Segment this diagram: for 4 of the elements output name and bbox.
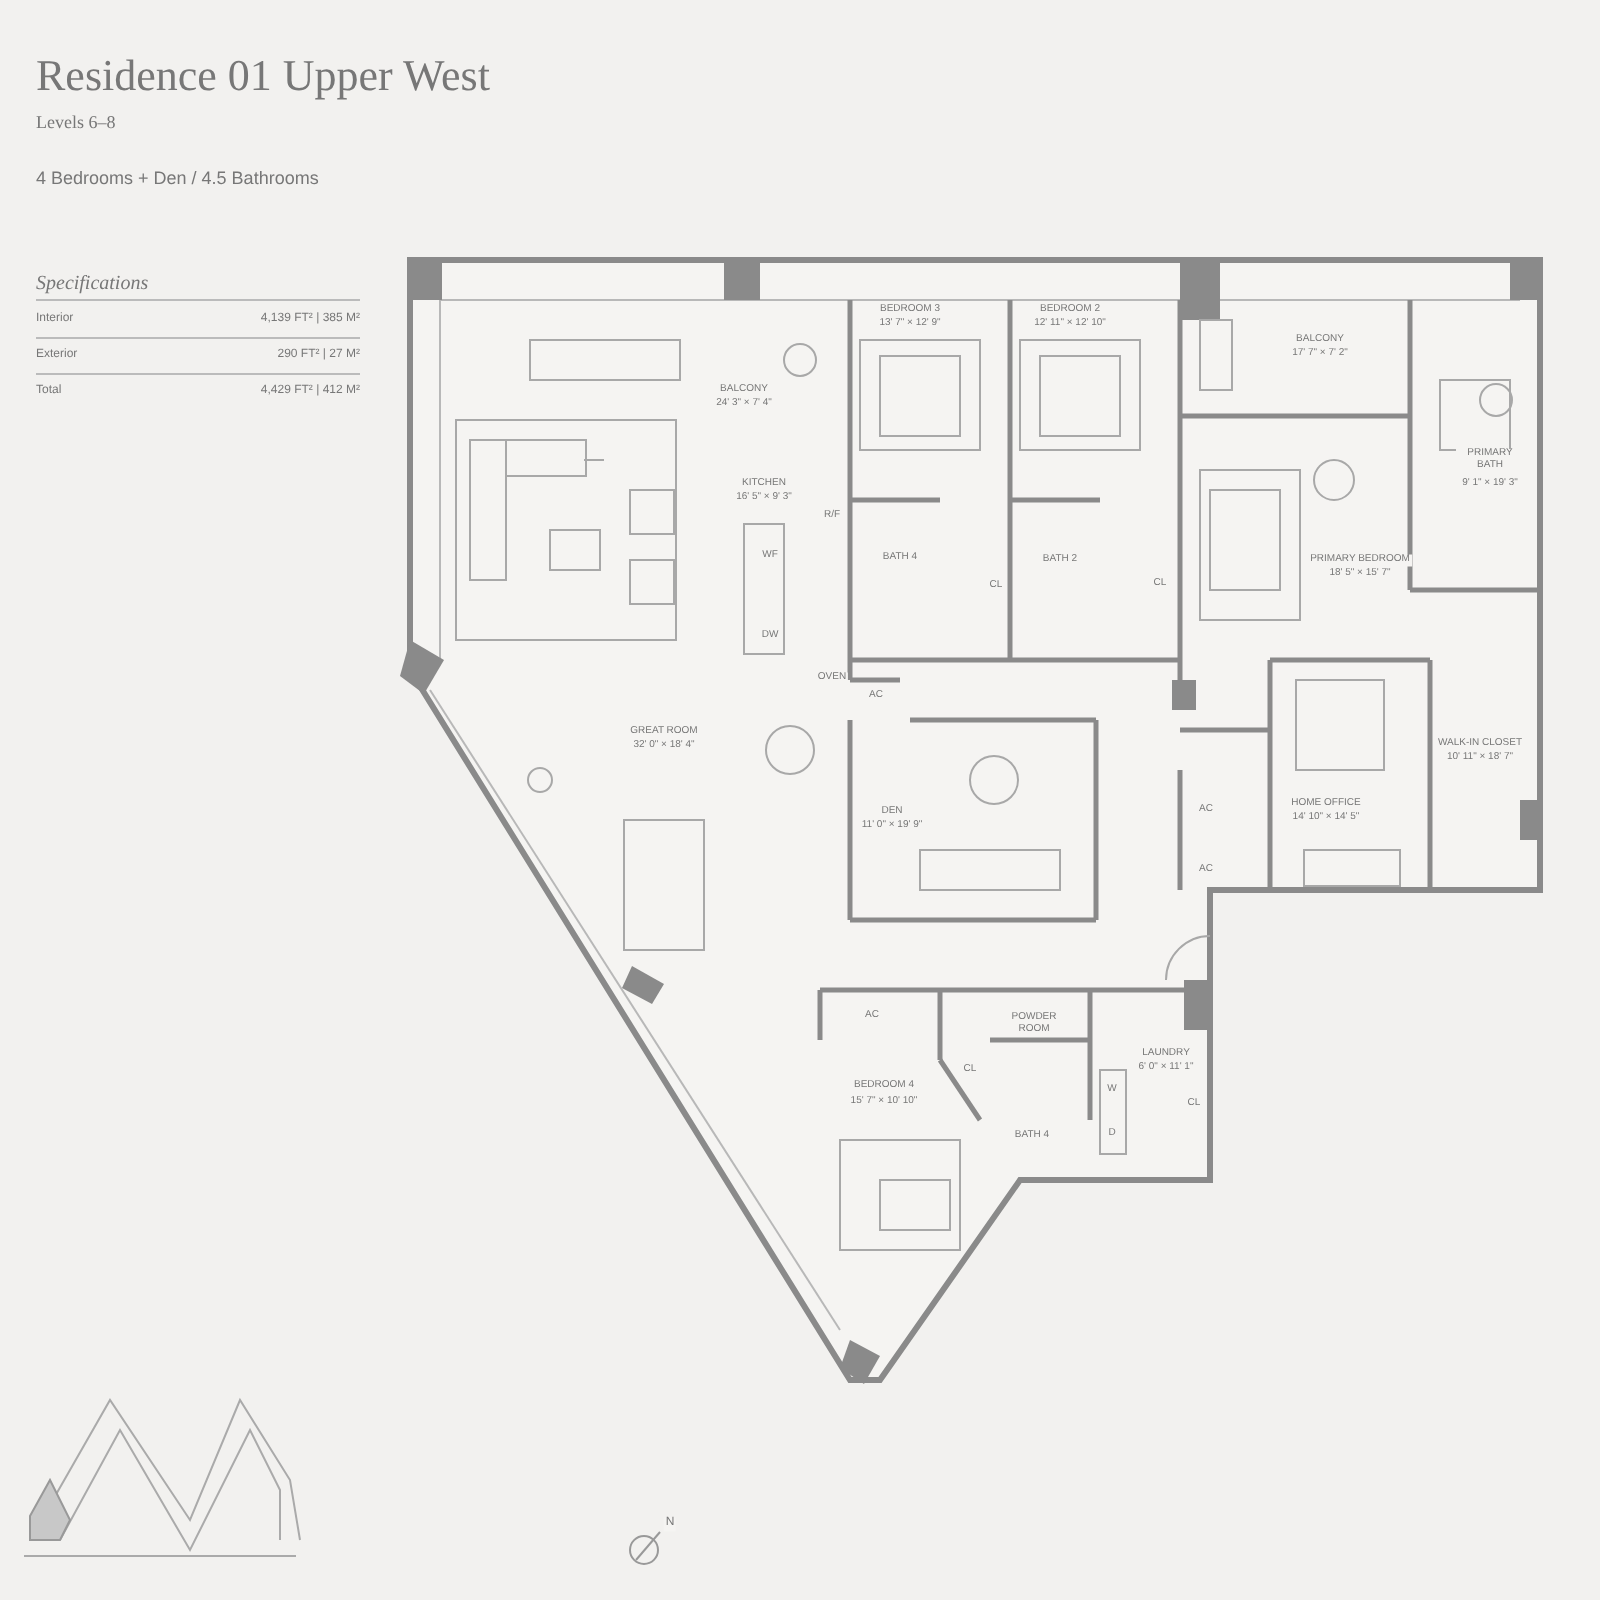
unit-summary: 4 Bedrooms + Den / 4.5 Bathrooms [36,170,319,190]
title: Residence 01 Upper West [36,51,490,101]
table-heading: Specifications [36,273,149,295]
subtitle: Levels 6–8 [36,114,116,134]
